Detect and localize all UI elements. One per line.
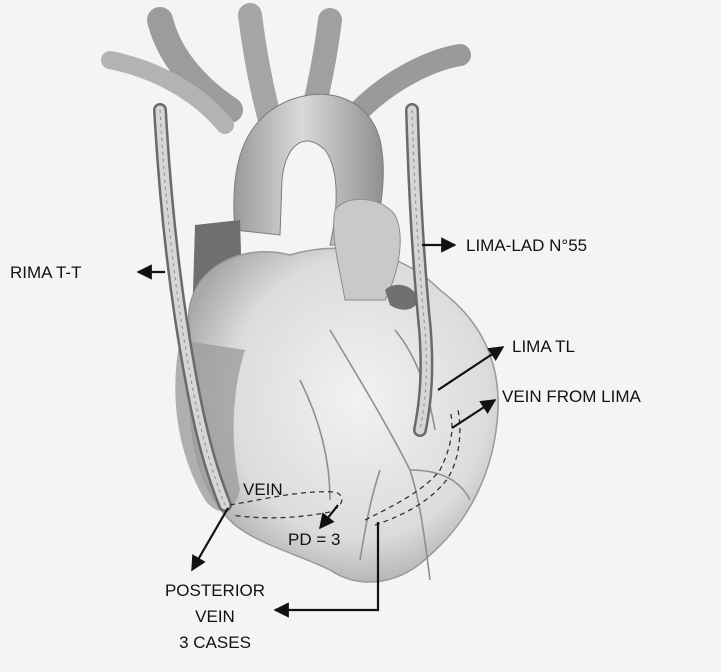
posterior-vein-arrow — [192, 508, 228, 570]
lima-lad-label: LIMA-LAD N°55 — [466, 236, 587, 256]
posterior-line-2: VEIN — [150, 604, 280, 630]
vein-from-lima-label: VEIN FROM LIMA — [502, 387, 641, 407]
vein-label: VEIN — [243, 480, 283, 500]
posterior-vein-label: POSTERIOR VEIN 3 CASES — [150, 578, 280, 656]
rima-label: RIMA T-T — [10, 263, 81, 283]
posterior-line-1: POSTERIOR — [150, 578, 280, 604]
lima-tl-label: LIMA TL — [512, 337, 575, 357]
posterior-line-3: 3 CASES — [150, 630, 280, 656]
pd-label: PD = 3 — [288, 530, 340, 550]
pulmonary-trunk — [334, 199, 401, 300]
